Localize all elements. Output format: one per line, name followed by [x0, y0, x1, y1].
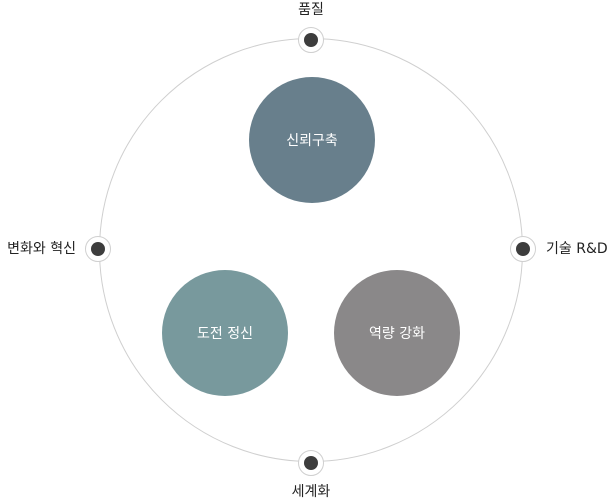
circle-trust-label: 신뢰구축 — [286, 133, 338, 149]
node-right — [510, 236, 536, 262]
circle-capability: 역량 강화 — [334, 270, 460, 396]
node-left — [85, 236, 111, 262]
label-right: 기술 R&D — [546, 241, 608, 257]
label-left: 변화와 혁신 — [7, 241, 76, 257]
circle-capability-label: 역량 강화 — [369, 326, 425, 342]
node-top — [298, 27, 324, 53]
label-top: 품질 — [298, 2, 324, 18]
circle-challenge-label: 도전 정신 — [197, 326, 253, 342]
label-bottom: 세계화 — [291, 484, 331, 500]
circle-trust: 신뢰구축 — [249, 77, 375, 203]
node-bottom — [298, 450, 324, 476]
circle-challenge: 도전 정신 — [162, 270, 288, 396]
